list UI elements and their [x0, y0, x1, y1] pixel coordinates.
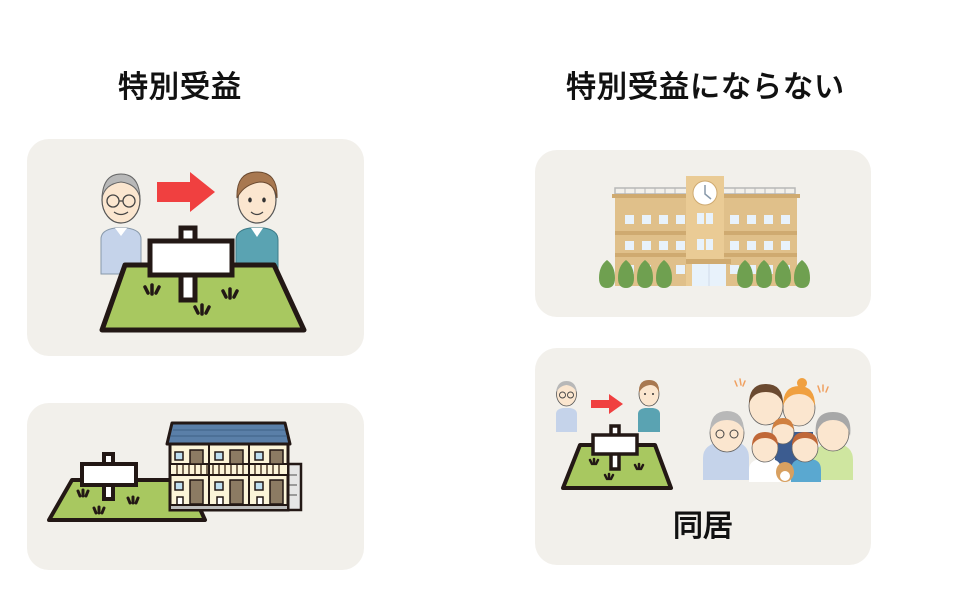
land-transfer-illustration: [99, 171, 307, 333]
younger-man-icon: [235, 171, 279, 275]
card-land-transfer: [27, 139, 364, 356]
family-group-icon: [703, 378, 853, 482]
land-plot-icon: [99, 225, 307, 333]
younger-man-icon: [638, 380, 660, 432]
land-plot-icon: [47, 452, 207, 522]
land-plot-icon: [561, 424, 673, 490]
caption-cohabitation: 同居: [673, 509, 733, 544]
transfer-arrow-icon: [591, 394, 623, 414]
column-title-special-benefit: 特別受益: [118, 70, 242, 105]
apartment-building-icon: [165, 421, 303, 512]
cohabitation-illustration: [556, 378, 853, 490]
column-title-not-special-benefit: 特別受益にならない: [566, 70, 845, 105]
card-school: [535, 150, 871, 317]
transfer-arrow-icon: [157, 172, 215, 212]
apartment-illustration: [47, 421, 303, 522]
trees-icon: [599, 260, 810, 288]
school-illustration: [599, 176, 810, 288]
card-apartment: [27, 403, 364, 570]
elderly-man-icon: [556, 381, 577, 432]
elderly-man-icon: [100, 173, 142, 275]
card-cohabitation: 同居: [535, 348, 871, 565]
